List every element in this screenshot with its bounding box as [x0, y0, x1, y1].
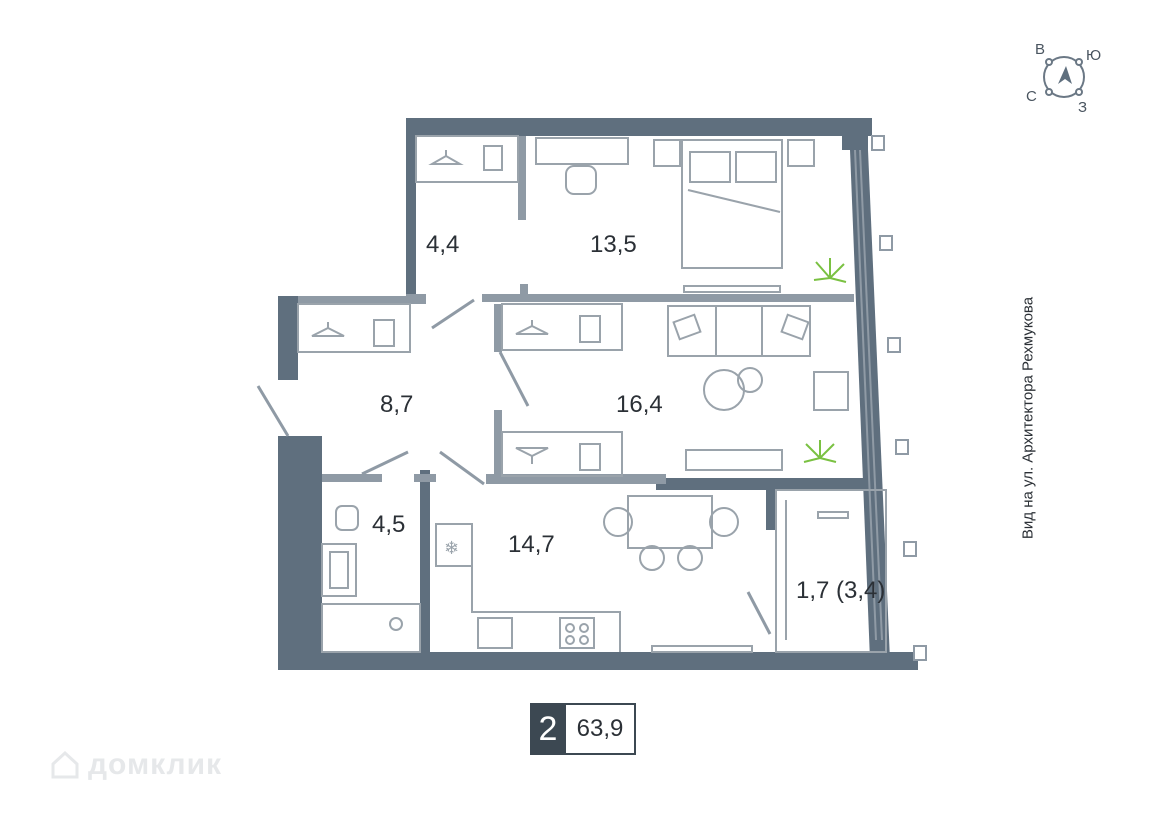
room-area-balcony: 1,7 (3,4): [796, 577, 885, 604]
entrance-door: [256, 385, 290, 437]
watermark-text: домклик: [88, 748, 223, 781]
balcony-door: [746, 591, 772, 635]
compass: В Ю С З: [1026, 41, 1101, 116]
nightstand-left: [653, 139, 681, 167]
hanger-icon: [428, 150, 464, 165]
street-view-label: Вид на ул. Архитектора Рехмукова: [1019, 296, 1037, 540]
shirt-icon: [579, 315, 601, 343]
kitchen-fixtures: ❄: [435, 495, 753, 653]
compass-north: С: [1026, 88, 1037, 105]
cushion: [780, 313, 810, 341]
hall-wardrobe: [297, 303, 411, 353]
room-count: 2: [530, 703, 566, 755]
desk: [535, 137, 629, 165]
room-area-hall: 8,7: [380, 391, 413, 418]
living-door: [498, 351, 530, 407]
fridge: [435, 523, 473, 567]
sink: [321, 543, 357, 597]
hanger-icon: [515, 320, 549, 335]
living-furniture: [501, 303, 849, 477]
shower: [321, 603, 421, 653]
bathroom-fixtures: [321, 505, 421, 653]
domclick-watermark: домклик: [50, 748, 222, 782]
balcony: [775, 489, 887, 653]
windows: [854, 135, 927, 661]
room-area-wardrobe: 4,4: [426, 231, 459, 258]
tv-stand: [685, 449, 783, 471]
partitions: [298, 136, 854, 484]
stove: [559, 617, 595, 649]
bed: [681, 139, 783, 269]
hanger-icon: [311, 322, 345, 337]
snowflake-icon: ❄: [444, 538, 459, 559]
compass-ring: [1043, 56, 1085, 98]
room-area-bathroom: 4,5: [372, 511, 405, 538]
tv-stand: [683, 285, 781, 293]
room-area-bedroom: 13,5: [590, 231, 637, 258]
cushion: [672, 313, 702, 341]
chair: [565, 165, 597, 195]
house-logo-icon: [51, 750, 79, 779]
wardrobe-door: [431, 298, 475, 330]
room-labels: 4,4 13,5 8,7 16,4 4,5 14,7 1,7 (3,4): [372, 231, 885, 604]
room-area-kitchen: 14,7: [508, 531, 555, 558]
shirt-icon: [579, 443, 601, 471]
compass-east: В: [1035, 41, 1045, 58]
nightstand-right: [787, 139, 815, 167]
chair: [639, 545, 665, 571]
room-area-living: 16,4: [616, 391, 663, 418]
sofa: [667, 305, 811, 357]
bench: [817, 511, 849, 519]
chair: [709, 507, 739, 537]
compass-west: З: [1078, 99, 1087, 116]
apartment-summary-badge: 2 63,9: [530, 703, 636, 755]
dining-table: [627, 495, 713, 549]
bathroom-door: [361, 450, 409, 476]
shirt-icon: [373, 319, 395, 347]
bedroom-furniture: [535, 137, 815, 293]
total-area: 63,9: [566, 703, 636, 755]
plant-icon: [803, 440, 837, 463]
shower-head-icon: [389, 617, 403, 631]
chair: [603, 507, 633, 537]
compass-south: Ю: [1086, 47, 1101, 64]
doors: [256, 298, 772, 635]
armchair: [813, 371, 849, 411]
chair: [677, 545, 703, 571]
sink: [477, 617, 513, 649]
wardrobe-shelf-top: [415, 135, 519, 183]
shirt-icon: [483, 145, 503, 171]
plant-icon: [813, 258, 847, 283]
kitchen-door: [439, 450, 485, 486]
hanger-icon: [515, 447, 549, 464]
compass-arrow-icon: [1058, 66, 1072, 84]
toilet: [335, 505, 359, 531]
